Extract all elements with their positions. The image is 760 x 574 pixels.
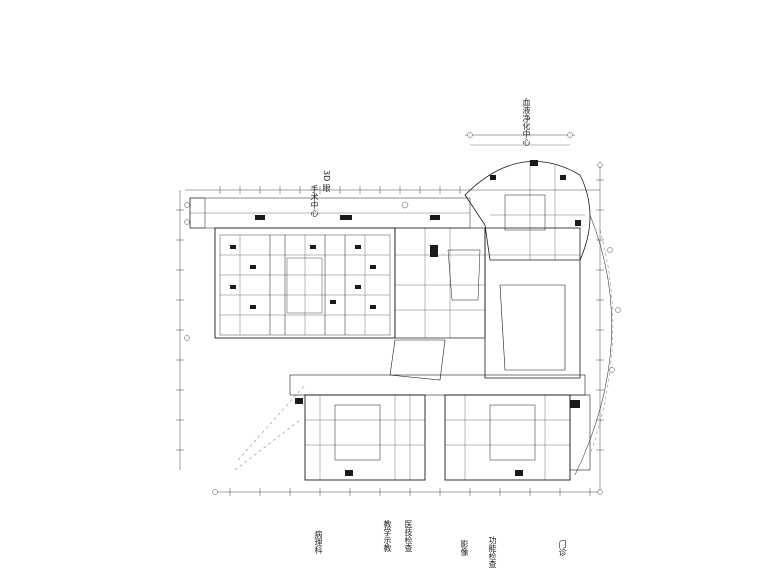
label-medical-tech: 医技检查	[404, 520, 413, 552]
label-imaging: 影像	[460, 540, 469, 556]
label-pathology: 病理科	[314, 530, 323, 554]
label-function-check: 功能检查	[488, 536, 497, 568]
label-3d-eye: 3D 眼	[322, 170, 331, 192]
label-surgery-center: 手术中心	[310, 185, 319, 217]
label-outpatient: 门诊	[558, 540, 567, 556]
label-teaching: 教学示教	[383, 520, 392, 552]
label-blood-purification-center: 血液净化中心	[522, 98, 531, 146]
